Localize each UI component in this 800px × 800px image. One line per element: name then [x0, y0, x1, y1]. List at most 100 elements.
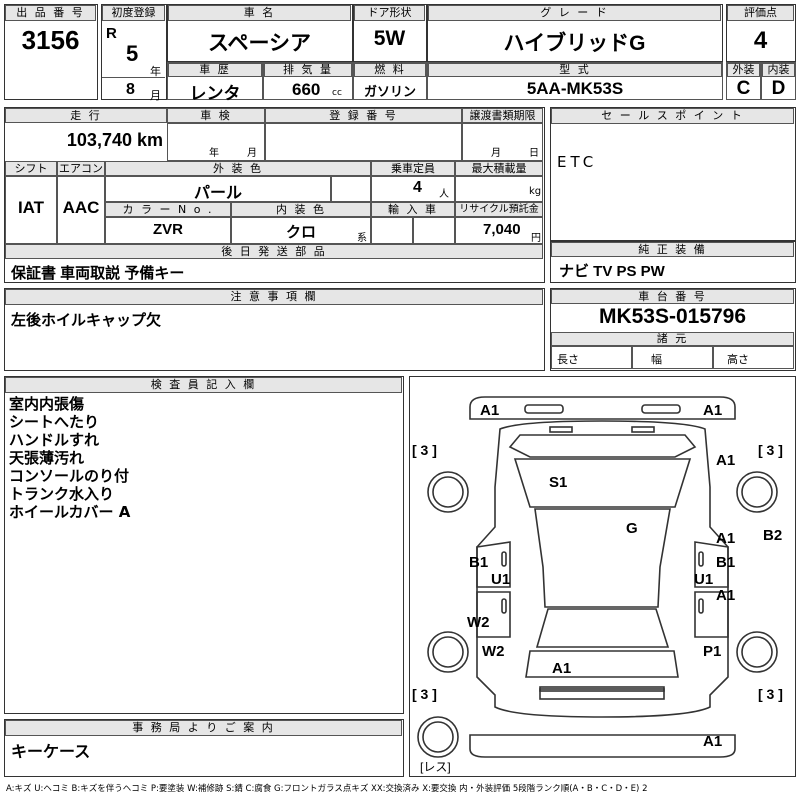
recycle-unit: 円	[531, 233, 541, 244]
inspector-line: シートへたり	[9, 413, 100, 431]
damage-mark: P1	[703, 643, 721, 660]
rear-left-wheel	[427, 631, 469, 673]
disp-label: 排 気 量	[264, 63, 352, 77]
damage-mark: A1	[716, 530, 735, 547]
tr-day-unit: 日	[529, 148, 539, 159]
wiper-mark	[631, 426, 655, 433]
model-box: 型 式 5AA-MK53S	[427, 62, 723, 100]
grade: ハイブリッドG	[503, 32, 646, 55]
reg-era: R	[106, 25, 117, 42]
bracket-mark: [ 3 ]	[758, 686, 783, 702]
body-outline	[476, 420, 729, 718]
history-box: 車 歴 レンタ	[167, 62, 263, 103]
left-side-door	[476, 591, 511, 638]
recycle-label: リサイクル預託金	[455, 202, 543, 217]
sales-text: ETC	[557, 153, 598, 171]
spare-wheel	[417, 716, 459, 758]
height-label: 高さ	[727, 353, 749, 366]
shift-label: シフト	[5, 161, 57, 176]
info-block: 走 行 車 検 登 録 番 号 譲渡書類期限 103,740 km 年 月 月 …	[4, 107, 545, 283]
reg-label: 初度登録	[102, 5, 165, 21]
inspector-line: コンソールのり付	[9, 467, 130, 485]
windshield-outline	[513, 458, 692, 508]
width-label: 幅	[651, 353, 662, 366]
car-diagram-svg: A1 A1 A1 A1 S1 G A1 B2 B1 B1 U1 U1 A1 W2…	[412, 396, 783, 774]
door-type: 5W	[373, 27, 406, 50]
after-label: 後 日 発 送 部 品	[5, 244, 543, 259]
ext-box: 外装 C	[726, 62, 761, 100]
right-handle	[698, 598, 704, 614]
score-box: 評価点 4	[726, 4, 796, 62]
inspector-label: 検 査 員 記 入 欄	[5, 377, 402, 393]
damage-mark: A1	[703, 402, 722, 419]
bracket-mark: [ 3 ]	[412, 442, 437, 458]
office-label: 事 務 局 よ り ご 案 内	[5, 720, 402, 736]
recycle-fee: 7,040	[483, 221, 521, 238]
inspector-line: 室内内張傷	[9, 395, 85, 413]
right-side-door	[694, 591, 729, 638]
disp-box: 排 気 量 660 cc	[263, 62, 353, 100]
inspector-box: 検 査 員 記 入 欄 室内内張傷 シートへたり ハンドルすれ 天張薄汚れ コン…	[4, 376, 404, 714]
damage-mark: A1	[552, 660, 571, 677]
color-number: ZVR	[153, 221, 183, 238]
ext-grade: C	[736, 78, 751, 99]
reg-month: 8	[126, 81, 135, 98]
int-grade: D	[771, 78, 786, 99]
score: 4	[753, 27, 768, 54]
left-side-door	[476, 541, 511, 588]
seats-unit: 人	[439, 189, 449, 200]
insp-year-unit: 年	[209, 148, 219, 159]
lot-number: 3156	[21, 25, 80, 55]
equipment-box: 純 正 装 備 ナビ TV PS PW	[550, 241, 796, 283]
seats-label: 乗車定員	[371, 161, 455, 176]
reg-year: 5	[126, 41, 139, 66]
fuel-box: 燃 料 ガソリン	[353, 62, 427, 100]
damage-mark: B1	[716, 554, 735, 571]
load-unit: kg	[529, 186, 542, 197]
right-handle	[698, 551, 704, 567]
reg-year-unit: 年	[150, 65, 161, 78]
color-label: 外 装 色	[105, 161, 371, 176]
name-box: 車 名 スペーシア	[167, 4, 353, 62]
disp-unit: cc	[332, 88, 342, 98]
score-label: 評価点	[727, 5, 794, 21]
damage-mark: U1	[694, 571, 713, 588]
front-bumper-outline	[469, 396, 736, 420]
grade-box: グ レ ー ド ハイブリッドG	[427, 4, 723, 62]
damage-mark: A1	[716, 587, 735, 604]
sales-label: セ ー ル ス ポ イ ン ト	[551, 108, 794, 124]
intcolor-label: 内 装 色	[231, 202, 371, 217]
displacement: 660	[292, 80, 321, 99]
damage-mark: G	[626, 520, 638, 537]
right-side-door	[694, 541, 729, 588]
colorno-label: カ ラ ー N o .	[105, 202, 231, 217]
history-label: 車 歴	[168, 63, 262, 77]
inspector-line: ハンドルすれ	[9, 431, 100, 449]
ac-label: エアコン	[57, 161, 105, 176]
spare-label: [レス]	[420, 760, 451, 774]
registration-box: 初度登録 R 5 年 8 月	[101, 4, 167, 102]
front-grille-slot	[641, 404, 681, 414]
damage-diagram: A1 A1 A1 A1 S1 G A1 B2 B1 B1 U1 U1 A1 W2…	[409, 376, 796, 777]
caution-text: 左後ホイルキャップ欠	[11, 312, 162, 329]
bracket-mark: [ 3 ]	[758, 442, 783, 458]
chassis-number: MK53S-015796	[598, 305, 747, 328]
interior-color: クロ	[285, 224, 316, 241]
front-left-wheel	[427, 471, 469, 513]
int-label: 内装	[762, 63, 795, 77]
rear-deck-outline	[525, 650, 679, 678]
left-handle	[501, 598, 507, 614]
caution-label: 注 意 事 項 欄	[5, 289, 543, 305]
front-grille-slot	[524, 404, 564, 414]
mileage-label: 走 行	[5, 108, 167, 123]
damage-mark: B2	[763, 527, 782, 544]
grade-label: グ レ ー ド	[428, 5, 721, 21]
aircon: AAC	[62, 198, 100, 217]
sales-point-box: セ ー ル ス ポ イ ン ト ETC	[550, 107, 796, 241]
inspector-line: トランク水入り	[9, 485, 115, 503]
inspection-label: 車 検	[167, 108, 265, 123]
model: 5AA-MK53S	[526, 79, 624, 98]
car-name: スペーシア	[207, 32, 312, 55]
inspector-line: ホイールカバー A	[9, 503, 131, 521]
name-label: 車 名	[168, 5, 351, 21]
